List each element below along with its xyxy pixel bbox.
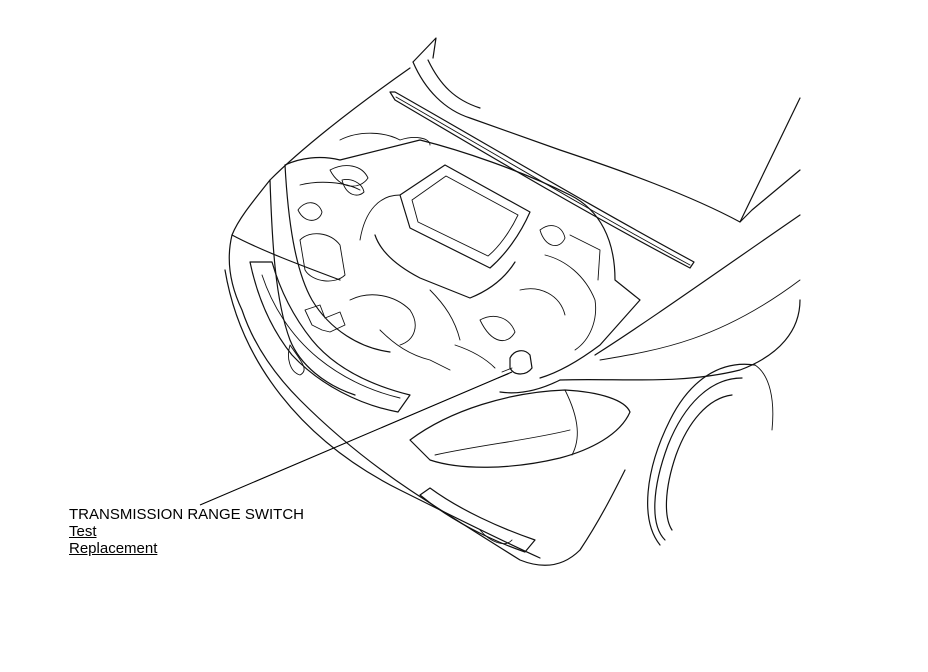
car-body [224, 67, 801, 566]
engine-components [297, 165, 601, 371]
fog-light [419, 487, 536, 553]
transmission-range-switch [497, 350, 533, 379]
cowl-strip [389, 91, 695, 269]
hood [412, 37, 801, 223]
grille [249, 261, 411, 413]
component-name: TRANSMISSION RANGE SWITCH [69, 506, 305, 523]
engine-cover [359, 164, 531, 299]
front-wheel [647, 363, 774, 546]
test-link[interactable]: Test [69, 523, 97, 540]
leader-line [199, 371, 513, 506]
engine-compartment [284, 132, 641, 379]
headlight [409, 389, 631, 468]
callout-label: TRANSMISSION RANGE SWITCH Test Replaceme… [69, 506, 304, 557]
replacement-link[interactable]: Replacement [69, 540, 158, 557]
